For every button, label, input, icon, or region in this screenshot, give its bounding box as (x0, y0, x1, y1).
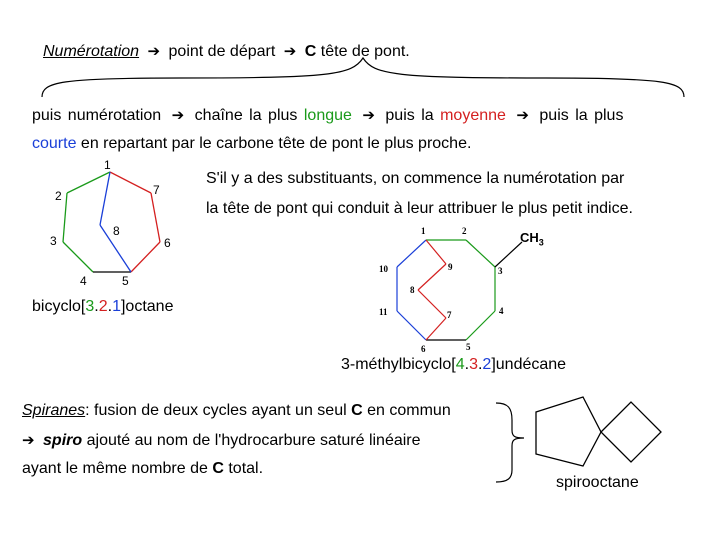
rule-text-c: puis la (385, 107, 434, 124)
atom-number: 4 (80, 274, 87, 288)
arrow-icon: ➔ (362, 107, 375, 124)
heading-term: Numérotation (43, 43, 140, 60)
rule-moyenne: moyenne (440, 107, 506, 124)
rule-line-1: puis numérotation ➔ chaîne la plus longu… (32, 106, 623, 125)
methylbicycloundecane-diagram (396, 239, 523, 341)
bicyclooctane-name: bicyclo[3.2.1]octane (32, 298, 173, 316)
spiranes-term: Spiranes (22, 402, 86, 419)
atom-number: 7 (153, 183, 160, 197)
atom-number: 8 (410, 285, 415, 295)
rule-text-d: puis la plus (539, 107, 624, 124)
spiranes-line-2: ➔ spiro ajouté au nom de l'hydrocarbure … (22, 431, 421, 450)
atom-number: 6 (421, 344, 426, 354)
spiro-brace (495, 402, 525, 483)
name-n3: 1 (112, 298, 121, 315)
name-n2: 3 (469, 356, 478, 373)
atom-number: 8 (113, 224, 120, 238)
atom-number: 2 (55, 189, 62, 203)
rule-longue: longue (303, 107, 352, 124)
spiro-term: spiro (43, 432, 83, 449)
name-dot: . (477, 356, 483, 373)
atom-number: 9 (448, 262, 453, 272)
spirooctane-label: spirooctane (556, 474, 639, 491)
atom-number: 3 (50, 234, 57, 248)
atom-number: 5 (466, 342, 471, 352)
spiranes-c: C (212, 460, 224, 477)
rule-text-b: chaîne la plus (194, 107, 298, 124)
methylbicycloundecane-name: 3-méthylbicyclo[4.3.2]undécane (341, 356, 566, 374)
name-n1: 4 (455, 356, 465, 373)
name-n2: 2 (98, 298, 108, 315)
spiranes-line-3: ayant le même nombre de C total. (22, 460, 263, 478)
arrow-icon: ➔ (147, 43, 161, 60)
atom-number: 10 (379, 264, 388, 274)
spiranes-text-3a: ayant le même nombre de (22, 460, 208, 477)
atom-number: 1 (104, 158, 111, 172)
heading-line: Numérotation ➔ point de départ ➔ C tête … (43, 42, 410, 61)
name-dot: . (464, 356, 470, 373)
rule-text-rest: en repartant par le carbone tête de pont… (80, 135, 472, 152)
atom-number: 4 (499, 306, 504, 316)
heading-c: C (304, 43, 317, 60)
atom-number: 2 (462, 226, 467, 236)
spirooctane-diagram (535, 396, 662, 467)
ch3-sub: 3 (538, 237, 544, 248)
name-prefix: bicyclo[ (32, 298, 86, 315)
name-n1: 3 (85, 298, 95, 315)
spiranes-text-3b: total. (228, 460, 264, 477)
rule-line-2: courte en repartant par le carbone tête … (32, 135, 471, 153)
arrow-icon: ➔ (516, 107, 529, 124)
atom-number: 6 (164, 236, 171, 250)
atom-number: 7 (447, 310, 452, 320)
arrow-icon: ➔ (22, 432, 35, 449)
spiranes-text: : fusion de deux cycles ayant un seul (85, 402, 347, 419)
bicyclooctane-diagram (62, 171, 161, 273)
name-suffix: ]octane (120, 298, 174, 315)
atom-number: 1 (421, 226, 426, 236)
ch3-label: CH3 (520, 230, 544, 248)
name-prefix: 3-méthylbicyclo[ (341, 356, 456, 373)
rule-courte: courte (32, 135, 77, 152)
atom-number: 3 (498, 266, 503, 276)
atom-number: 5 (122, 274, 129, 288)
spiranes-line-1: Spiranes: fusion de deux cycles ayant un… (22, 402, 451, 420)
name-dot: . (94, 298, 99, 315)
name-dot: . (107, 298, 113, 315)
top-brace (41, 56, 685, 98)
name-n3: 2 (482, 356, 492, 373)
arrow-icon: ➔ (283, 43, 297, 60)
heading-part2: tête de pont. (320, 43, 410, 60)
heading-part1: point de départ (168, 43, 276, 60)
substituents-line-1: S'il y a des substituants, on commence l… (206, 170, 625, 187)
spiranes-text-end: en commun (367, 402, 451, 419)
spiranes-c: C (351, 402, 363, 419)
rule-text-a: puis numérotation (32, 107, 162, 124)
spiranes-text-2: ajouté au nom de l'hydrocarbure saturé l… (86, 432, 421, 449)
ch3-text: CH (520, 230, 539, 245)
name-suffix: ]undécane (491, 356, 567, 373)
arrow-icon: ➔ (171, 107, 185, 124)
atom-number: 11 (379, 307, 388, 317)
substituents-line-2: la tête de pont qui conduit à leur attri… (206, 200, 633, 217)
